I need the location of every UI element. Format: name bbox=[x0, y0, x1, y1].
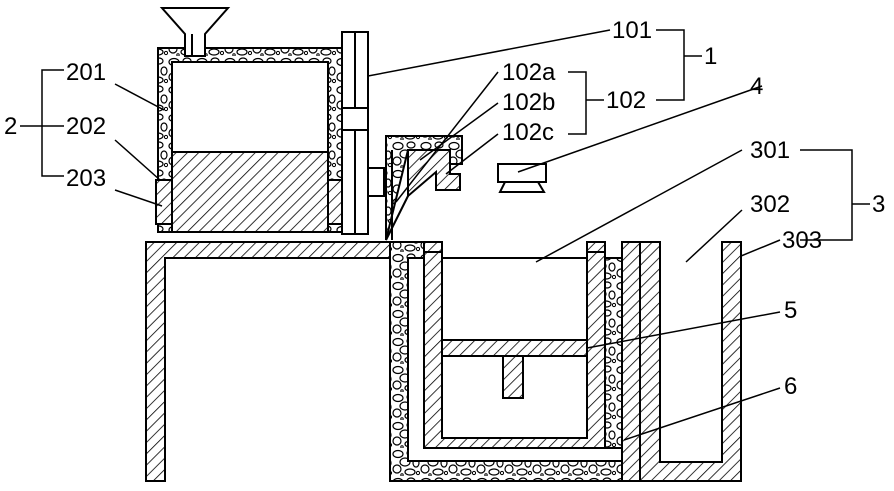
label-303: 303 bbox=[782, 227, 822, 254]
label-102c: 102c bbox=[502, 119, 554, 146]
label-203: 203 bbox=[66, 165, 106, 192]
label-102a: 102a bbox=[502, 59, 556, 86]
nozzle-102 bbox=[386, 136, 462, 240]
tank-301 bbox=[390, 242, 660, 481]
label-1: 1 bbox=[704, 43, 717, 70]
label-201: 201 bbox=[66, 59, 106, 86]
label-102: 102 bbox=[606, 87, 646, 114]
vessel-201-203 bbox=[156, 48, 342, 232]
sensor-4 bbox=[498, 164, 546, 192]
label-102b: 102b bbox=[502, 89, 555, 116]
plate-101 bbox=[342, 32, 384, 234]
label-3: 3 bbox=[872, 191, 885, 218]
label-2: 2 bbox=[4, 113, 17, 140]
label-5: 5 bbox=[784, 297, 797, 324]
outlet-channel-302-303 bbox=[640, 242, 741, 481]
label-301: 301 bbox=[750, 137, 790, 164]
label-4: 4 bbox=[750, 73, 763, 100]
label-6: 6 bbox=[784, 373, 797, 400]
label-302: 302 bbox=[750, 191, 790, 218]
label-101: 101 bbox=[612, 17, 652, 44]
label-202: 202 bbox=[66, 113, 106, 140]
